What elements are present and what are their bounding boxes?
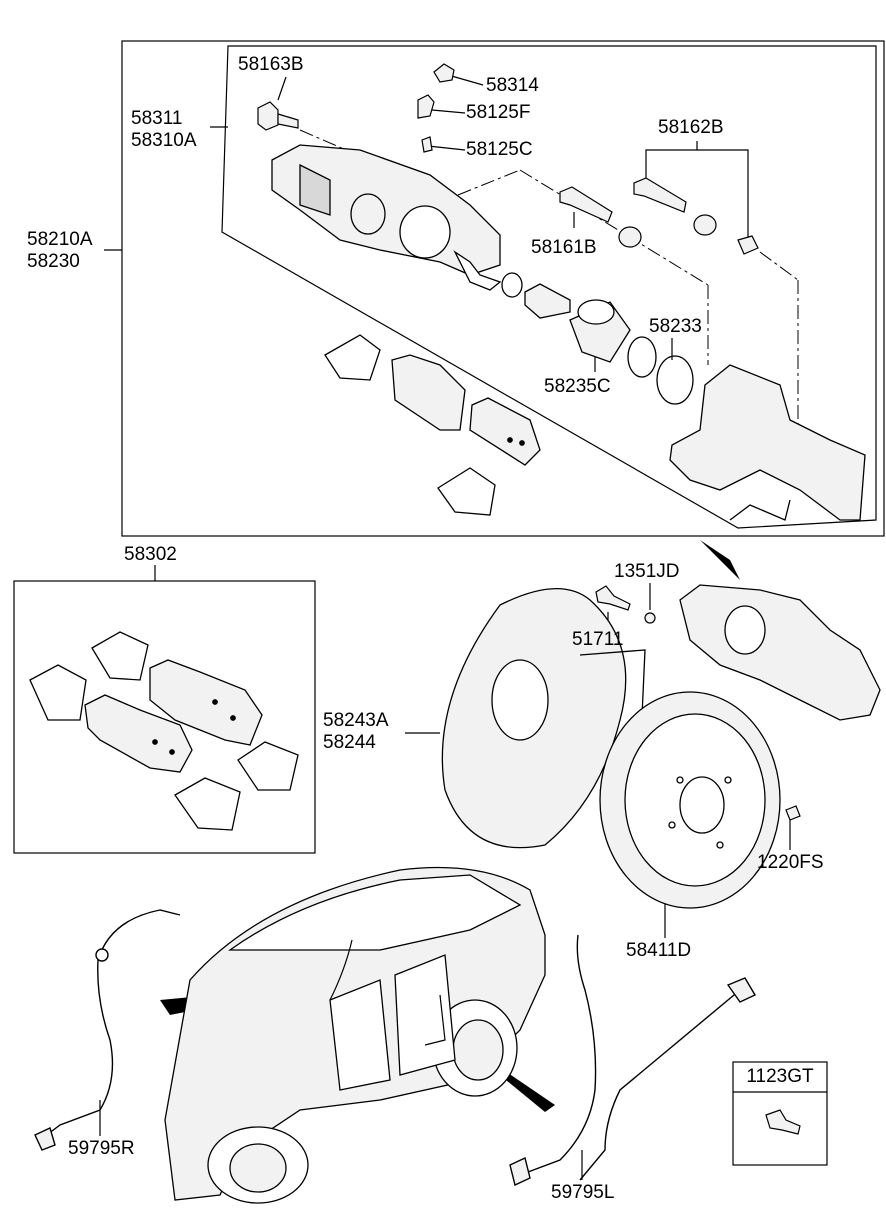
- label-59795l: 59795L: [551, 1182, 615, 1203]
- screw-58125c: [421, 136, 433, 153]
- label-58310a: 58310A: [131, 130, 197, 151]
- label-1220fs: 1220FS: [757, 852, 824, 873]
- piston-set: [501, 272, 694, 405]
- label-58210a: 58210A: [27, 229, 93, 250]
- label-58243a: 58243A: [323, 710, 389, 731]
- caliper-housing: [271, 144, 502, 291]
- label-58162b: 58162B: [658, 117, 724, 138]
- label-58233: 58233: [649, 316, 702, 337]
- pointer-caliper: [700, 540, 740, 580]
- cap-58314: [433, 63, 455, 83]
- caliper-assembly-box: [121, 40, 885, 537]
- brake-disc: [599, 691, 781, 909]
- label-58230: 58230: [27, 251, 80, 272]
- label-58235c: 58235C: [544, 376, 611, 397]
- wheel-speed-sensor-right: [34, 909, 181, 1151]
- pad-kit-parts: [29, 631, 299, 831]
- label-59795r: 59795R: [68, 1138, 135, 1159]
- label-58311: 58311: [131, 108, 183, 129]
- label-58163b: 58163B: [238, 54, 304, 75]
- label-1351jd: 1351JD: [614, 561, 680, 582]
- bolt-1123gt: [765, 1109, 801, 1135]
- label-58314: 58314: [486, 75, 539, 96]
- brake-pads-top: [324, 334, 541, 516]
- label-58302: 58302: [124, 544, 177, 565]
- label-51711: 51711: [572, 629, 624, 650]
- bolt-box: [732, 1061, 828, 1166]
- screws-misc: [595, 585, 801, 821]
- pad-kit-box: [13, 580, 316, 854]
- bleeder-58125f: [417, 94, 435, 119]
- caliper-carrier: [669, 364, 866, 521]
- caliper-subassembly-box: [221, 45, 877, 529]
- sensor-on-car: [329, 939, 446, 1046]
- label-1123gt: 1123GT: [746, 1066, 814, 1087]
- wheel-speed-sensor-left: [509, 934, 756, 1186]
- label-58125c: 58125C: [466, 139, 533, 160]
- dust-shield: [441, 587, 646, 849]
- vehicle-outline: [164, 866, 546, 1204]
- bolt-58163b: [257, 101, 299, 131]
- label-58411d: 58411D: [626, 940, 692, 961]
- label-58161b: 58161B: [531, 237, 597, 258]
- guide-pins: [559, 177, 759, 255]
- caliper-assembled: [679, 584, 881, 721]
- label-58125f: 58125F: [466, 102, 531, 123]
- label-58244: 58244: [323, 732, 376, 753]
